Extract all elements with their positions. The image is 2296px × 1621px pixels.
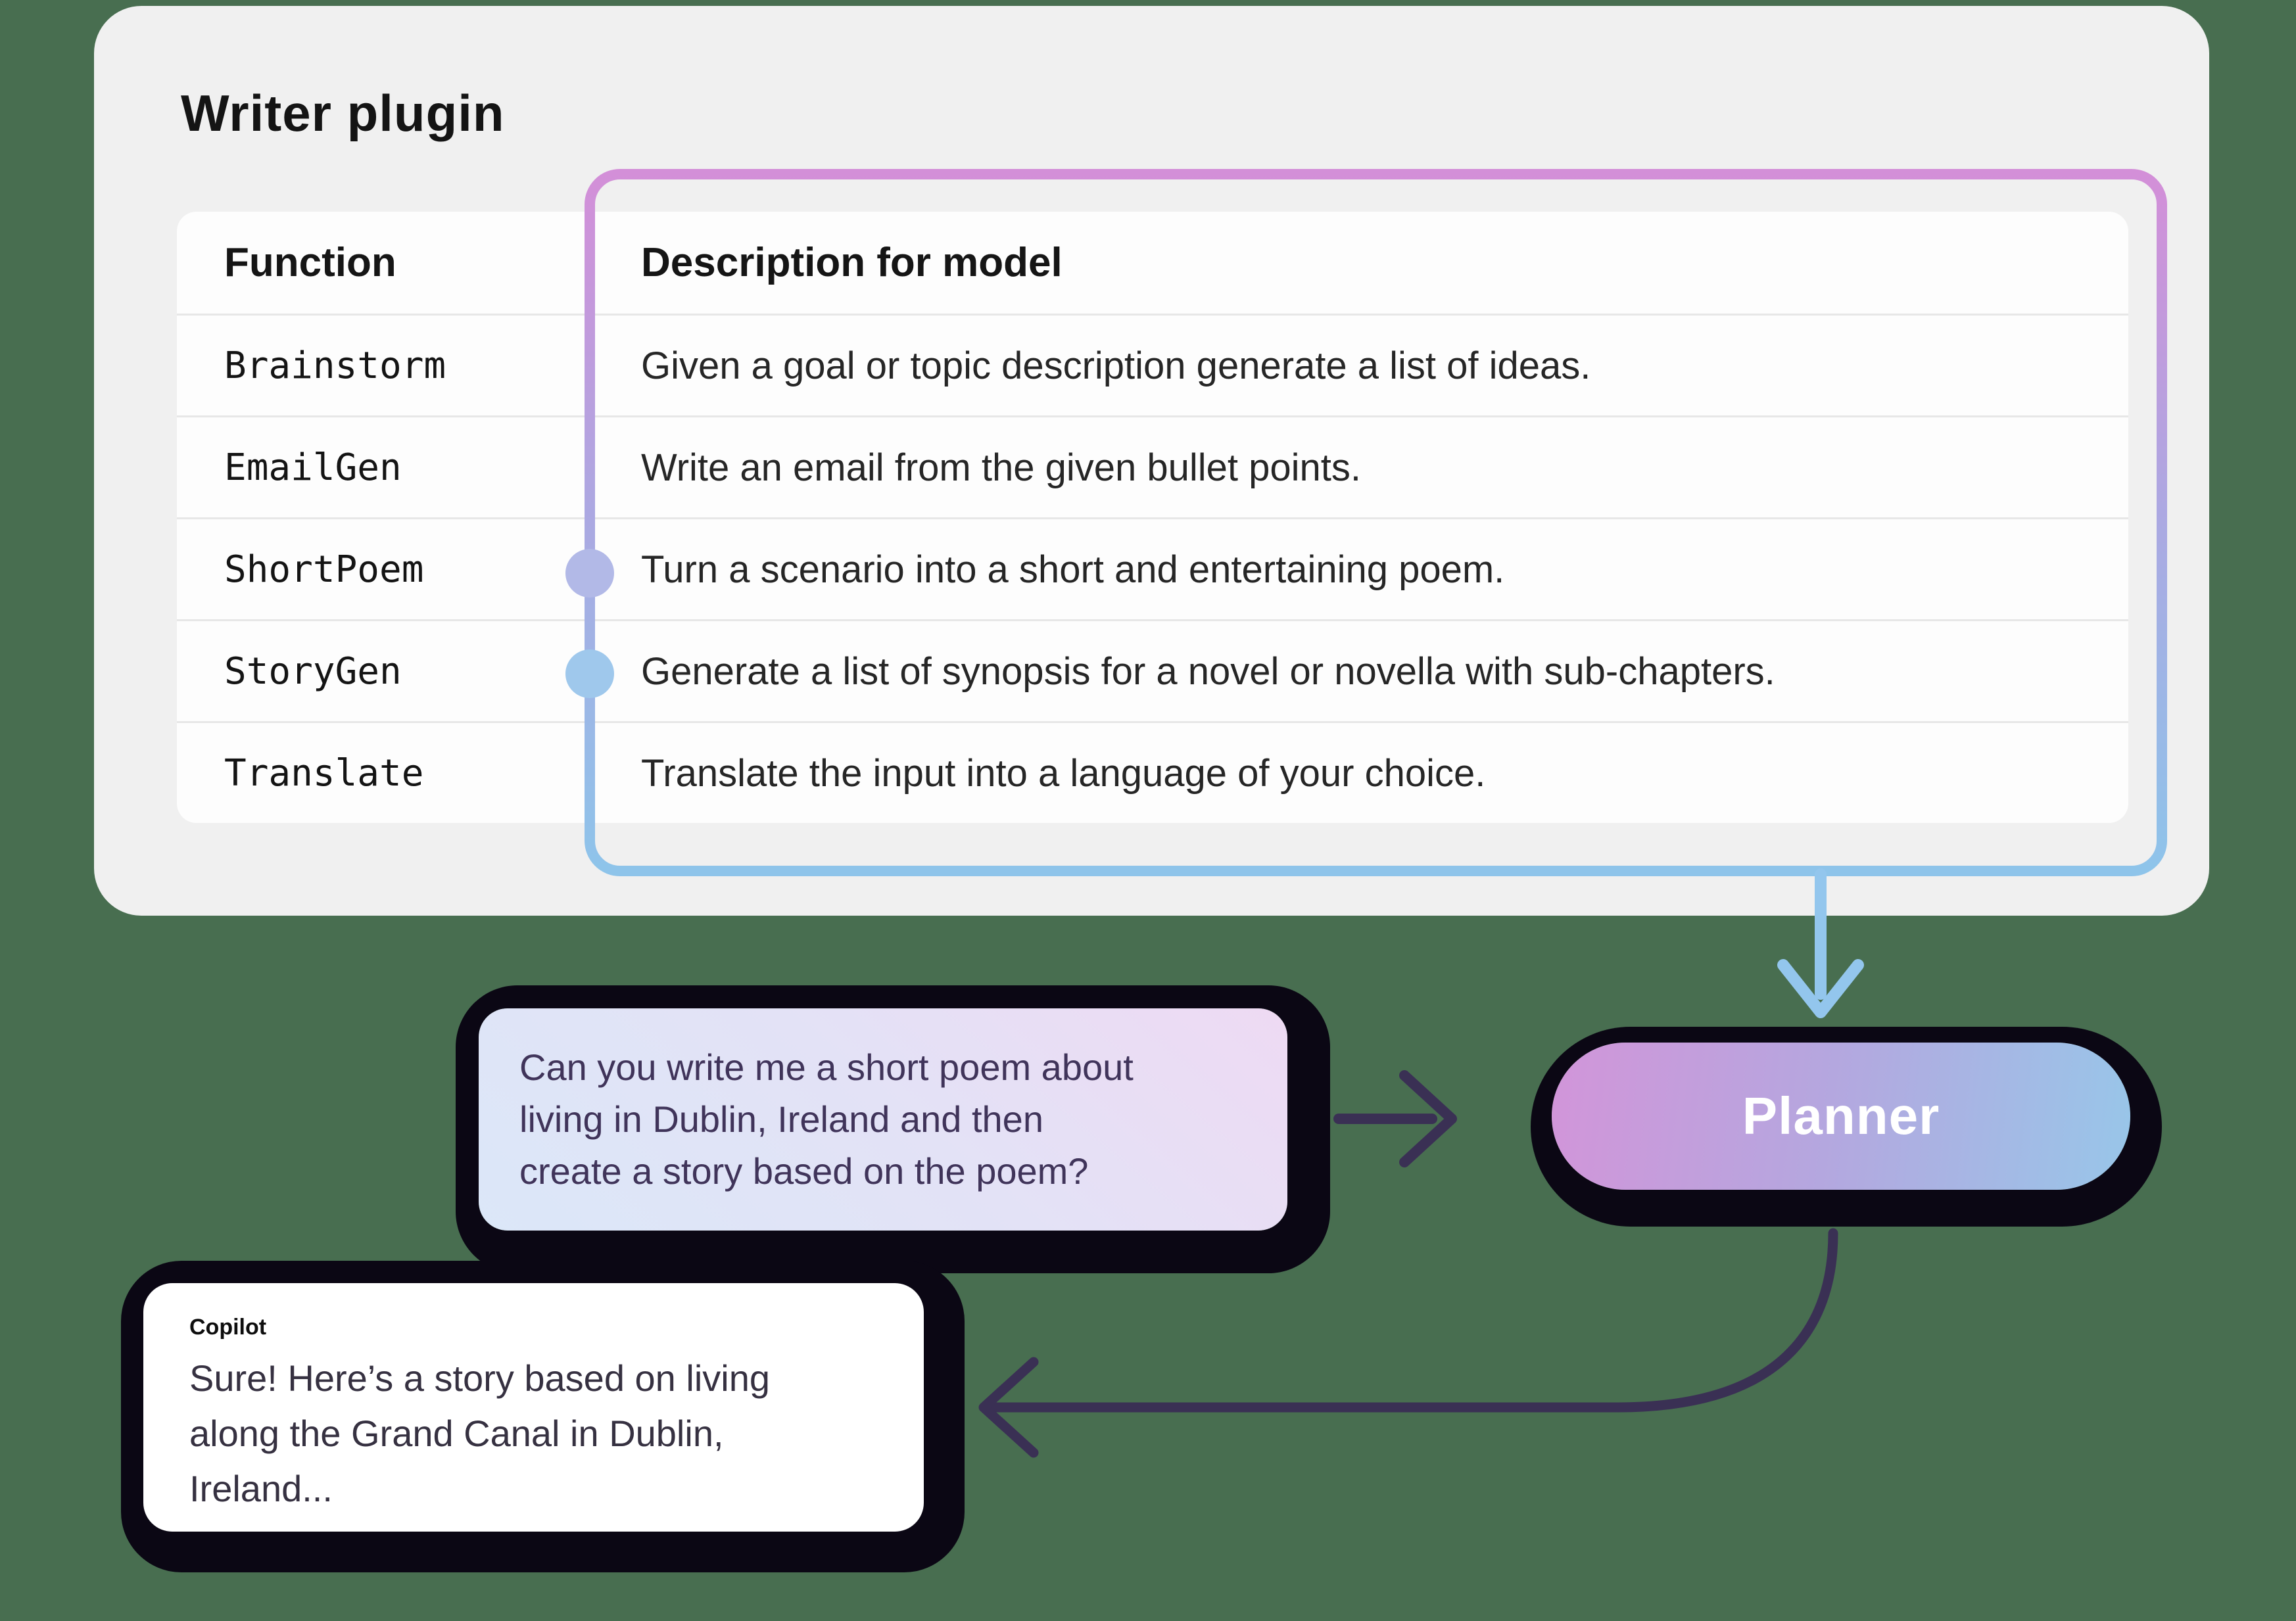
table-header-row: Function Description for model xyxy=(177,212,2128,314)
planner-label: Planner xyxy=(1742,1087,1940,1145)
functions-table: Function Description for model Brainstor… xyxy=(177,212,2128,823)
card-title: Writer plugin xyxy=(181,84,505,142)
left-arrow-icon xyxy=(978,1357,1039,1458)
planner-node: Planner xyxy=(1552,1043,2130,1190)
table-row-brainstorm: Brainstorm Given a goal or topic descrip… xyxy=(177,314,2128,415)
copilot-message-bubble: Copilot Sure! Here’s a story based on li… xyxy=(143,1283,924,1532)
description-cell: Translate the input into a language of y… xyxy=(641,751,1486,795)
table-row-storygen: StoryGen Generate a list of synopsis for… xyxy=(177,619,2128,721)
description-cell: Write an email from the given bullet poi… xyxy=(641,446,1362,489)
function-name-cell: Brainstorm xyxy=(224,344,446,387)
copilot-sender-label: Copilot xyxy=(189,1315,267,1340)
user-message-line: create a story based on the poem? xyxy=(519,1150,1089,1192)
column-header-function: Function xyxy=(224,240,396,285)
function-name-cell: Translate xyxy=(224,751,424,795)
planner-to-copilot-connector xyxy=(978,1228,1838,1458)
function-name-cell: EmailGen xyxy=(224,446,402,489)
copilot-message-line: along the Grand Canal in Dublin, xyxy=(189,1413,724,1454)
description-cell: Given a goal or topic description genera… xyxy=(641,344,1591,387)
copilot-message-line: Ireland... xyxy=(189,1468,333,1509)
description-cell: Generate a list of synopsis for a novel … xyxy=(641,649,1775,693)
column-header-description: Description for model xyxy=(641,240,1063,285)
table-row-emailgen: EmailGen Write an email from the given b… xyxy=(177,415,2128,517)
function-name-cell: ShortPoem xyxy=(224,548,424,591)
table-row-shortpoem: ShortPoem Turn a scenario into a short a… xyxy=(177,517,2128,619)
user-message-bubble: Can you write me a short poem about livi… xyxy=(479,1008,1287,1231)
copilot-message-line: Sure! Here’s a story based on living xyxy=(189,1357,770,1399)
user-message-line: Can you write me a short poem about xyxy=(519,1046,1134,1088)
function-name-cell: StoryGen xyxy=(224,649,402,693)
table-row-translate: Translate Translate the input into a lan… xyxy=(177,721,2128,823)
user-message-line: living in Dublin, Ireland and then xyxy=(519,1098,1043,1140)
writer-plugin-card: Writer plugin Function Description for m… xyxy=(94,6,2209,916)
description-cell: Turn a scenario into a short and enterta… xyxy=(641,548,1505,591)
right-arrow-icon xyxy=(1333,1070,1457,1167)
